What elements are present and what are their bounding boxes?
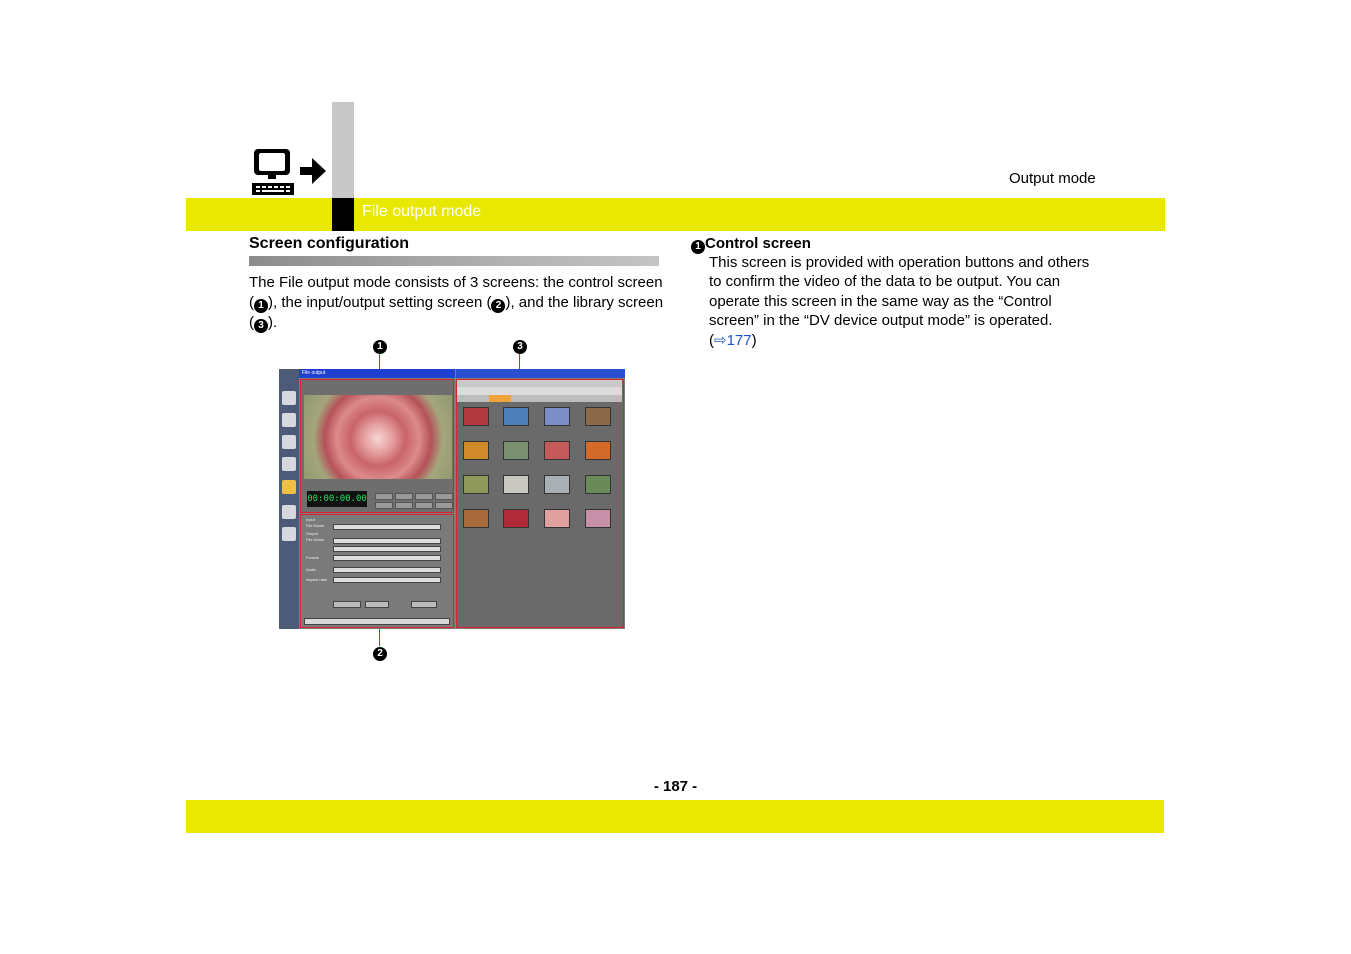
io-label: Audio bbox=[306, 567, 317, 572]
thumbnail bbox=[544, 407, 570, 426]
intro-paragraph: The File output mode consists of 3 scree… bbox=[249, 273, 664, 333]
reference-arrow-icon: ⇨ bbox=[714, 331, 727, 349]
figure-callout-1: 1 bbox=[373, 340, 387, 354]
toolbox-button bbox=[282, 391, 296, 405]
reference-page: 177 bbox=[726, 331, 752, 349]
thumbnail bbox=[544, 475, 570, 494]
thumbnail bbox=[503, 509, 529, 528]
control-screen-body-end: ) bbox=[751, 331, 757, 349]
section-title: File output mode bbox=[362, 203, 482, 220]
footer-band bbox=[186, 800, 1164, 833]
toolbox-button-output bbox=[282, 480, 296, 494]
file-output-button bbox=[333, 601, 361, 608]
aspect-ratio-select bbox=[333, 577, 441, 583]
toolbox-button bbox=[282, 457, 296, 471]
more-button bbox=[365, 601, 389, 608]
thumbnail bbox=[544, 441, 570, 460]
io-label: Output bbox=[306, 531, 319, 536]
prev-button bbox=[375, 502, 393, 509]
library-tab-video bbox=[489, 395, 511, 402]
library-tabs bbox=[457, 395, 622, 402]
header-black-tab bbox=[332, 198, 354, 231]
next-button bbox=[435, 502, 453, 509]
io-label: Input bbox=[306, 517, 315, 522]
toolbox-button bbox=[282, 505, 296, 519]
control-window-title: File output bbox=[299, 369, 455, 378]
page-number: - 187 - bbox=[653, 778, 698, 795]
control-screen-heading-text: Control screen bbox=[705, 235, 811, 252]
callout-number-3: 3 bbox=[254, 318, 268, 333]
control-screen: 00:00:00.00 bbox=[300, 379, 454, 513]
mode-label: Output mode bbox=[1009, 170, 1096, 187]
thumbnail bbox=[463, 509, 489, 528]
intro-text-3: ), and the library screen ( bbox=[249, 293, 664, 331]
thumbnail bbox=[585, 407, 611, 426]
intro-text-1: The File output mode consists of 3 scree… bbox=[249, 274, 663, 311]
thumbnail bbox=[585, 475, 611, 494]
thumbnail bbox=[463, 475, 489, 494]
toolbox-sidebar bbox=[279, 369, 299, 629]
thumbnail bbox=[503, 475, 529, 494]
control-screen-body: This screen is provided with operation b… bbox=[709, 254, 1090, 349]
rewind-button bbox=[375, 493, 393, 500]
callout-line-3 bbox=[519, 354, 520, 380]
library-window-title bbox=[456, 369, 625, 378]
close-button bbox=[411, 601, 437, 608]
input-file-field bbox=[333, 524, 441, 530]
toolbox-button bbox=[282, 435, 296, 449]
figure-callout-3: 3 bbox=[513, 340, 527, 354]
library-screen bbox=[456, 379, 624, 628]
thumbnail bbox=[544, 509, 570, 528]
input-output-setting-screen: Input File Name Output File Name Format … bbox=[300, 514, 454, 628]
control-screen-number: 1 bbox=[691, 240, 705, 254]
io-label: File Name bbox=[306, 537, 325, 542]
thumbnail bbox=[503, 407, 529, 426]
screen-configuration-heading: Screen configuration bbox=[249, 235, 410, 252]
play-button bbox=[415, 493, 433, 500]
format-description bbox=[304, 618, 450, 625]
pause-button bbox=[415, 502, 433, 509]
callout-line-2 bbox=[379, 628, 380, 646]
thumbnail bbox=[463, 407, 489, 426]
library-menu-bar bbox=[457, 380, 622, 387]
control-screen-description: This screen is provided with operation b… bbox=[709, 253, 1099, 350]
heading-rule bbox=[249, 256, 659, 266]
callout-number-1: 1 bbox=[254, 298, 268, 313]
intro-text-4: ). bbox=[268, 313, 278, 331]
library-folder-bar bbox=[457, 387, 622, 395]
figure-callout-2: 2 bbox=[373, 647, 387, 661]
toolbox-button bbox=[282, 413, 296, 427]
video-preview bbox=[304, 395, 452, 479]
thumbnail bbox=[503, 441, 529, 460]
io-label: File Name bbox=[306, 523, 325, 528]
io-label: Aspect ratio bbox=[306, 577, 328, 582]
intro-text-2: ), the input/output setting screen ( bbox=[268, 293, 492, 311]
thumbnail bbox=[463, 441, 489, 460]
format-select bbox=[333, 555, 441, 561]
step-back-button bbox=[395, 493, 413, 500]
callout-line-1 bbox=[379, 354, 380, 380]
output-file-field bbox=[333, 546, 441, 552]
timecode-display: 00:00:00.00 bbox=[307, 491, 367, 507]
output-folder-field bbox=[333, 538, 441, 544]
computer-output-icon bbox=[252, 149, 326, 195]
page-reference-link[interactable]: ⇨177 bbox=[714, 332, 752, 349]
software-screenshot: File output 00:00:00.00 Input File Name … bbox=[279, 369, 625, 629]
thumbnail bbox=[585, 509, 611, 528]
fast-forward-button bbox=[435, 493, 453, 500]
stop-button bbox=[395, 502, 413, 509]
io-label: Format bbox=[306, 555, 319, 560]
thumbnail bbox=[585, 441, 611, 460]
audio-select bbox=[333, 567, 441, 573]
toolbox-button bbox=[282, 527, 296, 541]
callout-number-2: 2 bbox=[491, 298, 506, 313]
header-gray-tab bbox=[332, 102, 354, 198]
